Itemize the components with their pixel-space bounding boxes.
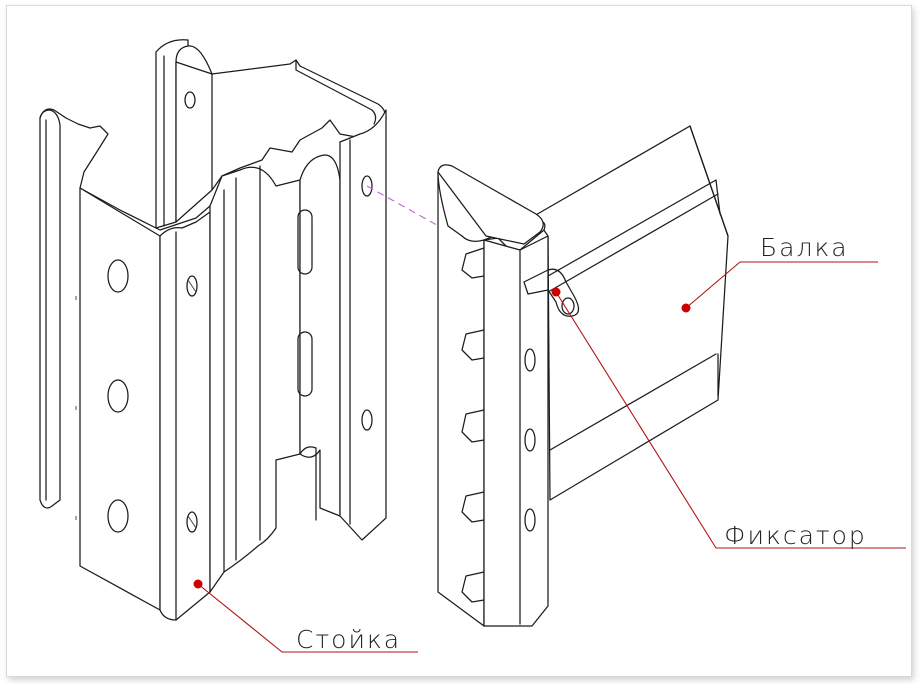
label-lock-group: Фиксатор — [551, 287, 906, 550]
upright-flange-hole-1 — [186, 275, 198, 297]
upright-rear-web — [175, 61, 213, 223]
upright-flange-hole-2 — [186, 511, 198, 533]
upright-front-face — [79, 187, 161, 611]
lock-leader-line — [555, 291, 906, 549]
connector-hook-5 — [461, 571, 485, 603]
upright-mid-web — [299, 154, 341, 517]
beam-body — [533, 125, 729, 501]
label-beam-group: Балка — [681, 233, 878, 313]
upright-side-flange — [159, 211, 211, 621]
upright-right-flange — [339, 109, 387, 541]
stand-label: Стойка — [296, 625, 401, 654]
upright-right-hole-1 — [361, 175, 373, 197]
lock-pin — [523, 268, 580, 317]
connector-hook-4 — [461, 491, 485, 523]
stand-leader-line — [197, 583, 418, 653]
lock-marker — [551, 287, 561, 297]
upright-back-rib — [39, 109, 61, 509]
beam-connector-bracket — [437, 164, 580, 627]
connector-hook-1 — [461, 247, 485, 279]
beam-marker — [681, 303, 691, 313]
stand-marker — [193, 579, 203, 589]
upright-face-hole-2 — [107, 379, 129, 413]
alignment-guide — [366, 185, 479, 249]
upright-slot-2 — [297, 331, 313, 397]
connector-hole-2 — [524, 428, 536, 452]
connector-front-plate — [483, 235, 549, 627]
beam — [533, 125, 729, 501]
upright-right-hole-2 — [361, 409, 373, 431]
connector-hole-3 — [524, 508, 536, 532]
upright-rear-hole — [184, 91, 196, 109]
connector-top-bend — [437, 164, 544, 245]
upright-face-hole-1 — [107, 259, 129, 293]
upright-face-hole-3 — [107, 499, 129, 533]
upright-post — [39, 39, 387, 621]
connector-hook-3 — [461, 409, 485, 443]
connector-hook-2 — [461, 329, 485, 361]
beam-label: Балка — [760, 233, 849, 262]
upright-inner-web — [209, 166, 301, 593]
upright-slot-1 — [297, 209, 313, 275]
label-stand-group: Стойка — [193, 579, 418, 654]
connector-hole-1 — [524, 348, 536, 372]
beam-leader-line — [685, 261, 878, 309]
lock-label: Фиксатор — [724, 521, 867, 550]
